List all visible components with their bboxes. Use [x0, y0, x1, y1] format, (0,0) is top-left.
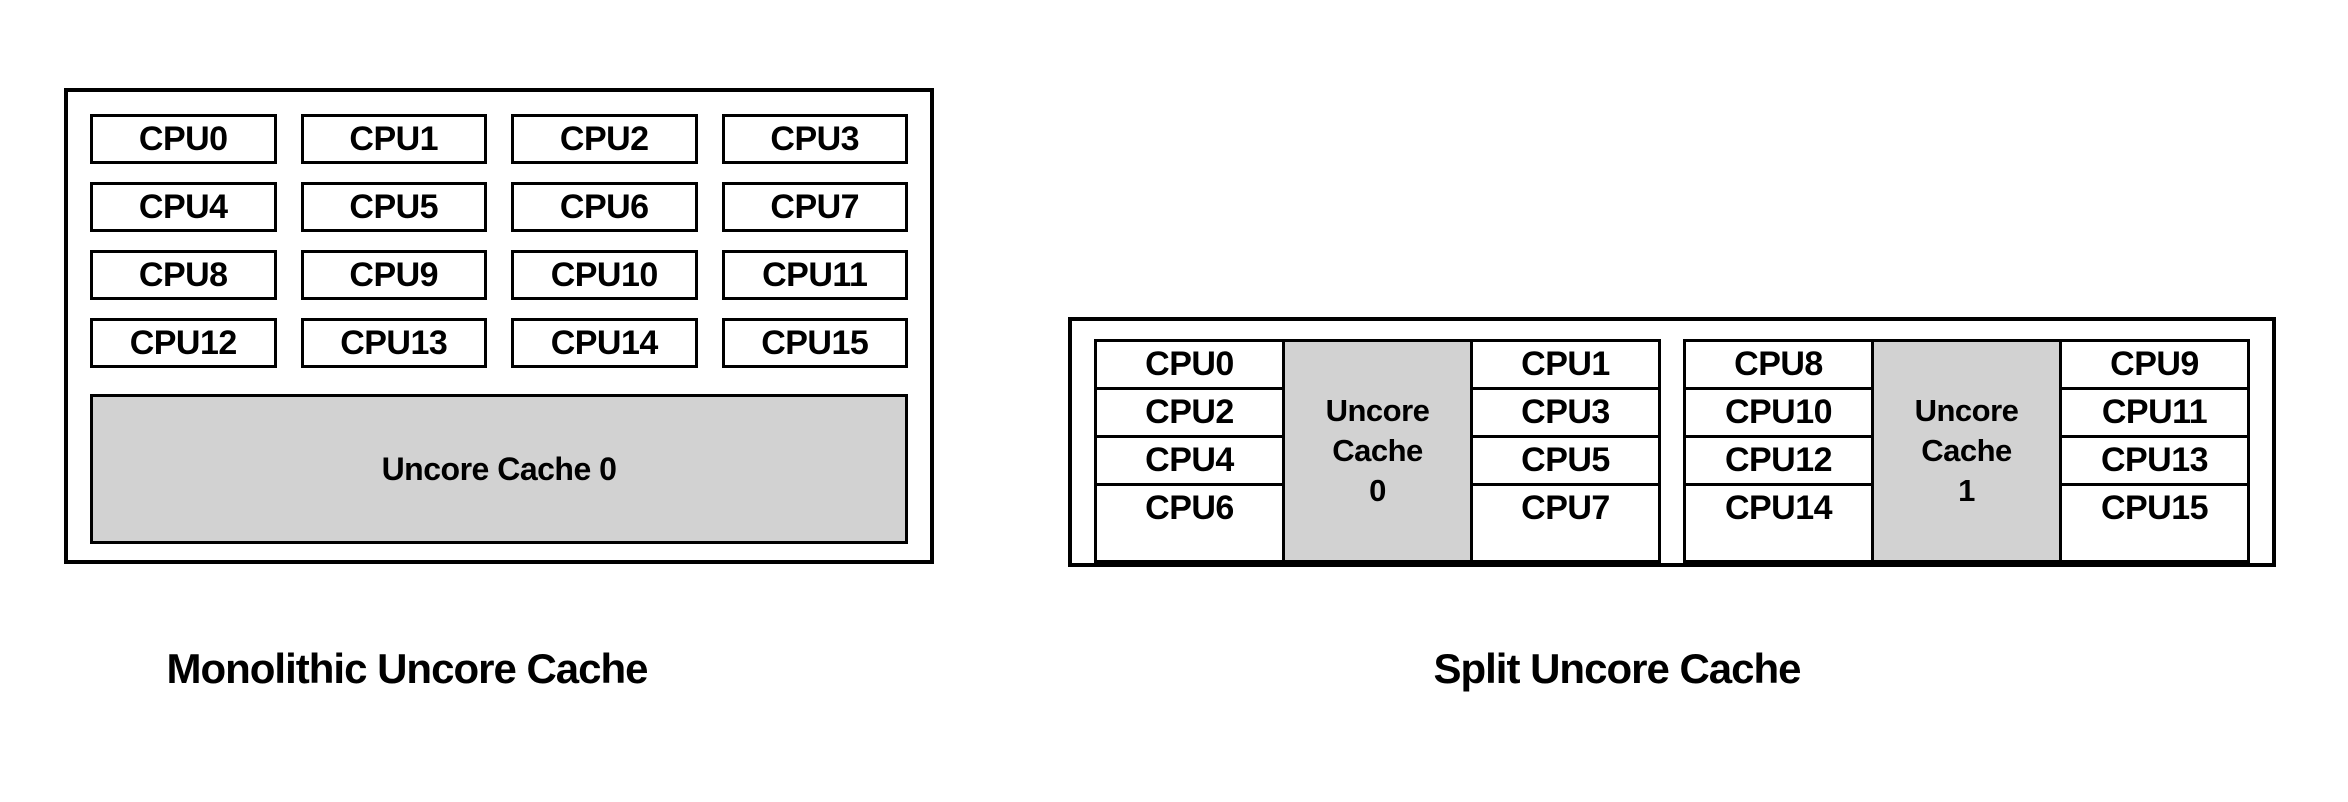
split-caption: Split Uncore Cache — [1433, 645, 1801, 692]
cpu-cell: CPU11 — [2062, 387, 2247, 435]
uncore-label-line: Cache — [1921, 433, 2012, 468]
cpu-cell: CPU10 — [1686, 387, 1871, 435]
cpu-cell: CPU15 — [2062, 483, 2247, 531]
cpu-box: CPU15 — [721, 318, 908, 368]
cpu-cell: CPU13 — [2062, 435, 2247, 483]
cpu-box: CPU2 — [511, 114, 698, 164]
cpu-box: CPU14 — [511, 318, 698, 368]
cpu-cell: CPU7 — [1473, 483, 1658, 531]
monolithic-caption: Monolithic Uncore Cache — [166, 645, 648, 692]
uncore-cache-0-column: Uncore Cache 0 — [1282, 339, 1473, 563]
uncore-label-line: 0 — [1369, 473, 1386, 508]
uncore-label-line: Uncore — [1325, 393, 1430, 428]
monolithic-diagram: CPU0 CPU1 CPU2 CPU3 CPU4 CPU5 CPU6 CPU7 … — [64, 88, 934, 564]
cpu-box: CPU8 — [90, 250, 277, 300]
cpu-cell: CPU9 — [2110, 345, 2199, 383]
split-group-1: CPU8 CPU10 CPU12 CPU14 Uncore Cache 1 CP… — [1683, 339, 2250, 563]
cpu-stack-even-0: CPU0 CPU2 CPU4 CPU6 — [1094, 339, 1285, 563]
cpu-box: CPU4 — [90, 182, 277, 232]
cpu-box: CPU10 — [511, 250, 698, 300]
cpu-box: CPU6 — [511, 182, 698, 232]
cpu-stack-even-1: CPU8 CPU10 CPU12 CPU14 — [1683, 339, 1874, 563]
uncore-label-line: Cache — [1332, 433, 1423, 468]
cpu-cell: CPU0 — [1145, 345, 1234, 383]
cpu-cell: CPU8 — [1734, 345, 1823, 383]
cpu-cell: CPU12 — [1686, 435, 1871, 483]
cpu-box: CPU3 — [721, 114, 908, 164]
cpu-cell: CPU2 — [1097, 387, 1282, 435]
cpu-cell: CPU5 — [1473, 435, 1658, 483]
cpu-cell: CPU6 — [1097, 483, 1282, 531]
cpu-stack-odd-0: CPU1 CPU3 CPU5 CPU7 — [1470, 339, 1661, 563]
uncore-label-line: Uncore — [1914, 393, 2019, 428]
cpu-box: CPU1 — [300, 114, 487, 164]
cpu-box: CPU13 — [300, 318, 487, 368]
split-group-0: CPU0 CPU2 CPU4 CPU6 Uncore Cache 0 CPU1 … — [1094, 339, 1661, 563]
cpu-box: CPU5 — [300, 182, 487, 232]
cpu-cell: CPU4 — [1097, 435, 1282, 483]
monolithic-cpu-grid: CPU0 CPU1 CPU2 CPU3 CPU4 CPU5 CPU6 CPU7 … — [90, 114, 908, 368]
uncore-cache-0-box: Uncore Cache 0 — [90, 394, 908, 544]
cpu-box: CPU7 — [721, 182, 908, 232]
uncore-cache-1-column: Uncore Cache 1 — [1871, 339, 2062, 563]
split-diagram: CPU0 CPU2 CPU4 CPU6 Uncore Cache 0 CPU1 … — [1068, 317, 2276, 567]
cpu-cell: CPU14 — [1686, 483, 1871, 531]
cpu-box: CPU12 — [90, 318, 277, 368]
cpu-stack-odd-1: CPU9 CPU11 CPU13 CPU15 — [2059, 339, 2250, 563]
cpu-box: CPU11 — [721, 250, 908, 300]
cpu-cell: CPU1 — [1521, 345, 1610, 383]
cpu-cell: CPU3 — [1473, 387, 1658, 435]
cpu-box: CPU0 — [90, 114, 277, 164]
cpu-box: CPU9 — [300, 250, 487, 300]
uncore-label-line: 1 — [1958, 473, 1975, 508]
